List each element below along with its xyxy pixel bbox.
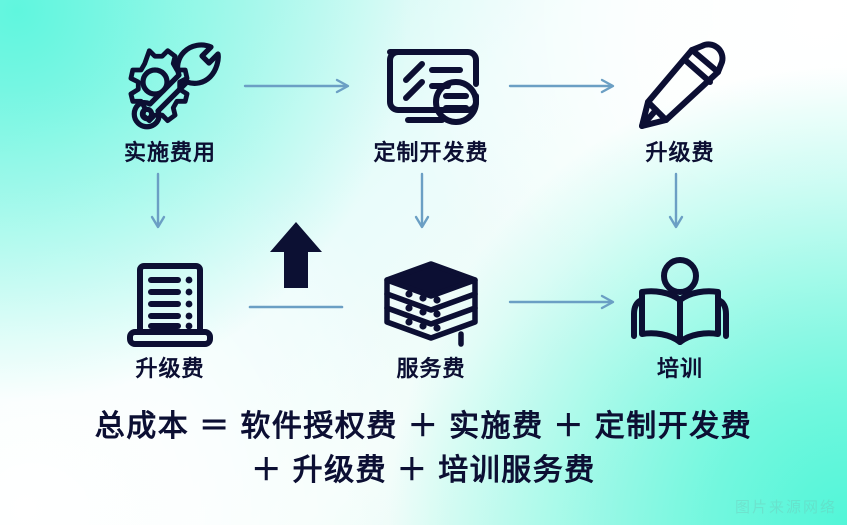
bold-arrow-up-icon xyxy=(268,220,324,295)
node-custom-development-fee: 定制开发费 xyxy=(331,40,531,164)
arrow-down-icon-impl xyxy=(148,172,168,239)
node-label: 服务费 xyxy=(396,356,466,381)
node-upgrade-fee-document: 升级费 xyxy=(70,256,270,380)
document-list-icon xyxy=(120,256,220,352)
formula-line-1: 总成本 ＝ 软件授权费 ＋ 实施费 ＋ 定制开发费 xyxy=(94,410,753,443)
node-label: 升级费 xyxy=(645,140,715,165)
formula-line-2: ＋ 升级费 ＋ 培训服务费 xyxy=(251,454,596,487)
node-label: 定制开发费 xyxy=(373,140,489,165)
arrow-right-icon-custom-to-upgrade xyxy=(508,76,620,101)
node-label: 升级费 xyxy=(135,356,205,381)
arrow-down-icon-upgrade xyxy=(666,172,686,239)
node-service-fee: 服务费 xyxy=(331,256,531,380)
gear-wrench-icon xyxy=(110,40,230,136)
open-book-person-icon xyxy=(624,256,736,352)
arrow-down-icon-custom xyxy=(412,172,432,239)
node-upgrade-fee-pencil: 升级费 xyxy=(580,40,780,164)
total-cost-formula: 总成本 ＝ 软件授权费 ＋ 实施费 ＋ 定制开发费 ＋ 升级费 ＋ 培训服务费 xyxy=(0,405,847,493)
node-label: 培训 xyxy=(656,356,703,381)
arrow-right-icon-service-to-training xyxy=(508,292,620,317)
watermark: 图片来源网络 xyxy=(734,499,837,516)
node-label: 实施费用 xyxy=(123,140,216,165)
monitor-code-icon xyxy=(376,40,486,136)
line-icon-service-to-upgrade xyxy=(248,298,344,316)
server-stack-icon xyxy=(375,256,487,352)
pencil-icon xyxy=(630,40,730,136)
node-training: 培训 xyxy=(580,256,780,380)
arrow-right-icon-impl-to-custom xyxy=(243,76,355,101)
node-implementation-fee: 实施费用 xyxy=(70,40,270,164)
